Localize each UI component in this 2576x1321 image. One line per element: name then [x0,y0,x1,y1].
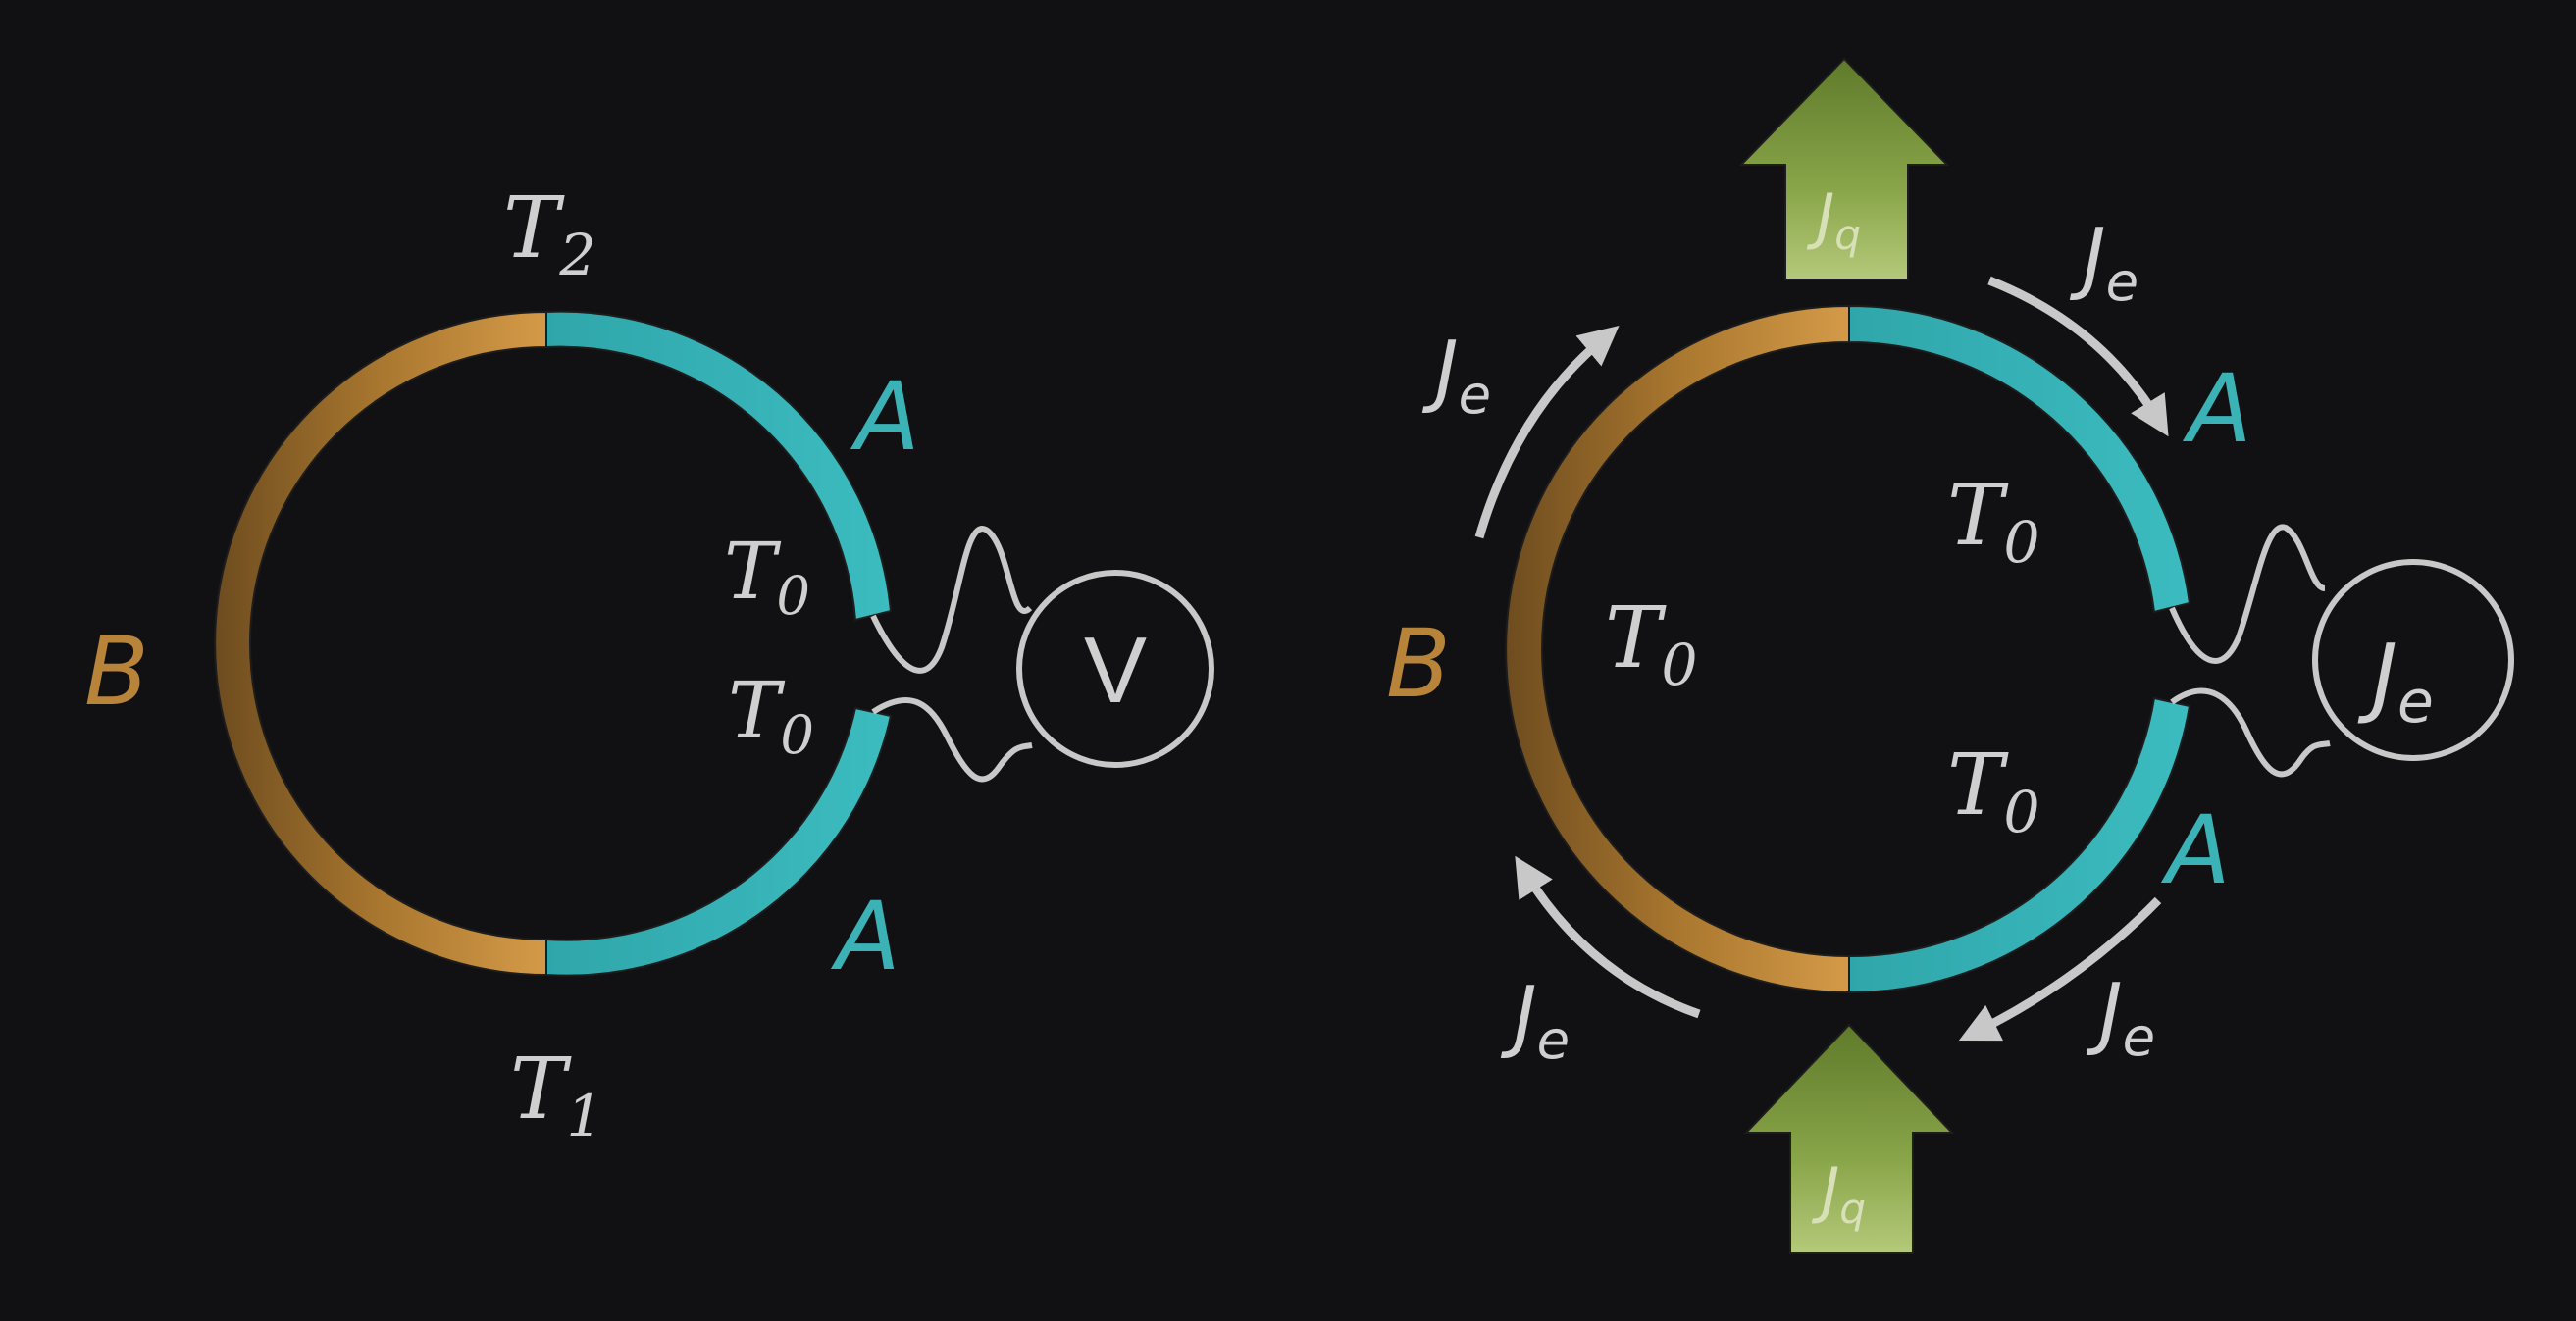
material-a-label-upper: A [850,362,920,472]
temp-label-top: T2 [503,179,596,288]
current-meter [2312,559,2514,761]
wire-lower-right [2170,687,2331,778]
right-thermocouple: Je Jq Jq Je Je Je Je [1386,57,2514,1254]
material-b-arc-left [214,310,547,977]
current-label-lower-left: Je [1500,970,1570,1071]
current-arrow-upper-right [1987,276,2169,437]
current-arrow-lower-right [1958,896,2162,1042]
wire-lower-left [871,697,1033,783]
temp-label-inner-upper: T0 [1947,467,2040,576]
temp-label-junction-upper: T0 [724,526,810,627]
wire-upper-left [870,526,1033,674]
temp-label-junction-lower: T0 [728,665,814,766]
material-a-arc-upper-right [1848,304,2191,614]
current-meter-label: Je [2357,626,2434,737]
material-a-arc-lower-right [1848,696,2191,994]
voltmeter [1016,570,1214,768]
current-label-upper-left: Je [1421,325,1491,426]
material-a-arc-lower-left [545,706,893,977]
material-a-arc-upper-left [545,310,893,622]
current-arrow-lower-left [1515,855,1701,1019]
heat-flow-arrow-top: Jq [1738,57,1950,280]
material-b-label-right: B [1386,609,1451,719]
current-arrow-upper-left [1474,326,1620,539]
temp-label-inner-lower: T0 [1947,737,2040,845]
material-b-label: B [84,617,149,727]
temp-label-bottom: T1 [510,1041,603,1149]
current-label-lower-right: Je [2086,967,2155,1068]
temp-label-inner-left: T0 [1605,589,1698,698]
current-label-upper-right: Je [2069,212,2138,313]
material-a-label-lower: A [830,882,901,991]
voltmeter-label: V [1084,618,1147,723]
material-a-label-upper-right: A [2182,354,2252,464]
material-b-arc-right [1505,304,1850,994]
heat-flow-arrow-bottom: Jq [1743,1023,1955,1254]
wire-upper-right [2169,524,2326,664]
material-a-label-lower-right: A [2160,795,2231,905]
left-thermocouple: V T2 T1 T0 T0 A A B [84,179,1214,1149]
